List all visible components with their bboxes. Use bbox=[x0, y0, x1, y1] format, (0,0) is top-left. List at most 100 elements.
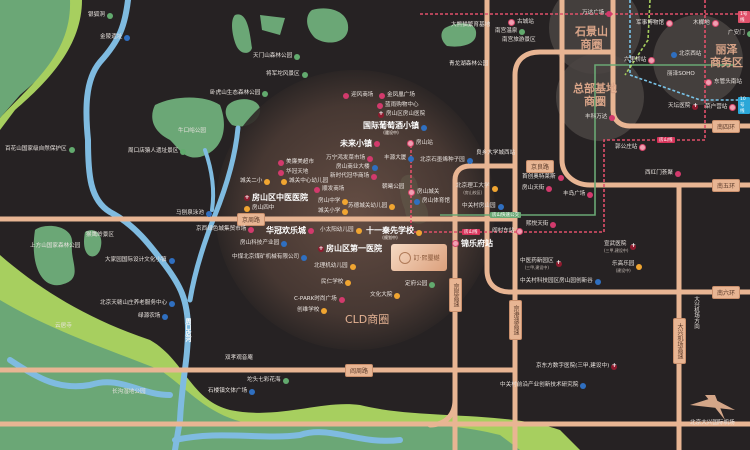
poi-44[interactable]: 民仁学校 bbox=[321, 279, 352, 286]
poi-83[interactable]: 大家园国际设计文化小镇 bbox=[105, 257, 175, 264]
poi-49[interactable]: 大熊猫繁育基地 bbox=[451, 22, 490, 29]
poi-51[interactable]: 南宫温泉 bbox=[495, 28, 526, 35]
poi-7[interactable]: 百花山国家级自然保护区 bbox=[5, 146, 75, 153]
poi-80[interactable]: 京西绿色城集贸市场 bbox=[196, 226, 255, 233]
poi-70[interactable]: 熙悦天街 bbox=[526, 221, 557, 228]
poi-17[interactable]: 马刨泉泳池 bbox=[176, 210, 212, 217]
metro-icon bbox=[648, 57, 656, 64]
poi-21[interactable]: 房山区房山医院 bbox=[378, 110, 426, 118]
poi-4[interactable]: 卧虎山生态森林公园 bbox=[210, 90, 269, 97]
poi-43[interactable]: 北理机幼儿园 bbox=[314, 263, 356, 270]
poi-27[interactable]: 新时代冠华商场 bbox=[330, 173, 378, 180]
poi-62[interactable]: 广安门 bbox=[728, 30, 750, 37]
poi-38[interactable]: 十一秦先学校(规划中) bbox=[366, 226, 422, 240]
poi-10[interactable]: 城关二小 bbox=[240, 178, 271, 185]
poi-19[interactable]: 金凤凰广场 bbox=[379, 92, 415, 99]
poi-label: 中关村科技园区房山园创新谷 bbox=[520, 278, 593, 284]
poi-14[interactable]: 房山中学 bbox=[318, 198, 349, 205]
poi-3[interactable]: 将军坨风景区 bbox=[266, 71, 308, 78]
poi-66[interactable]: 西红门荟聚 bbox=[645, 170, 681, 177]
poi-29[interactable]: 北京石墨烯种子园 bbox=[420, 157, 473, 164]
poi-12[interactable]: 顺发商场 bbox=[314, 186, 344, 193]
poi-32[interactable]: 房山体育馆 bbox=[414, 198, 450, 205]
poi-31[interactable]: 房山城关 bbox=[408, 189, 439, 196]
poi-20[interactable]: 蓝雨购物中心 bbox=[377, 102, 419, 109]
poi-65[interactable]: 郭公庄站 bbox=[615, 144, 647, 151]
poi-58[interactable]: 东管头南站 bbox=[705, 79, 742, 86]
poi-55[interactable]: 丰科万达 bbox=[585, 114, 616, 121]
poi-15[interactable]: 房山四中 bbox=[244, 205, 274, 212]
poi-78[interactable]: 京东方数字医院(三甲,建设中) bbox=[536, 362, 618, 370]
poi-11[interactable]: 城关中心幼儿园 bbox=[281, 178, 328, 185]
poi-57[interactable]: 丽泽SOHO bbox=[667, 71, 695, 78]
poi-54[interactable]: 万达广场 bbox=[582, 10, 613, 17]
shop-icon bbox=[343, 92, 349, 99]
poi-89[interactable]: 石楼镇文体广场 bbox=[208, 388, 256, 395]
poi-85[interactable]: 绿源农场 bbox=[138, 313, 169, 320]
poi-87[interactable]: 双孝观音庵 bbox=[225, 355, 253, 362]
poi-label: 房山区房山医院 bbox=[386, 111, 426, 117]
poi-28[interactable]: 丰源大厦 bbox=[384, 155, 415, 162]
poi-64[interactable]: 菜户营站 bbox=[705, 104, 737, 111]
poi-86[interactable]: 云居寺 bbox=[55, 323, 72, 330]
poi-71[interactable]: 良乡大学城西站 bbox=[476, 150, 515, 157]
poi-26[interactable]: 房山商业大楼 bbox=[336, 164, 378, 171]
poi-42[interactable]: 中煤北京煤矿机械有限公司 bbox=[232, 254, 308, 261]
poi-18[interactable]: 迎风商场 bbox=[343, 92, 373, 99]
poi-36[interactable]: 华冠欢乐城 bbox=[266, 226, 314, 235]
poi-48[interactable]: 创维学校 bbox=[297, 307, 328, 314]
poi-88[interactable]: 坨头七彩花海 bbox=[247, 377, 289, 384]
poi-13[interactable]: 房山区中医医院 bbox=[244, 193, 308, 202]
poi-34[interactable]: 北京理工大学(房山校区) bbox=[456, 183, 498, 195]
poi-72[interactable]: 阎村东站 bbox=[492, 228, 524, 235]
poi-45[interactable]: 定府公园 bbox=[405, 281, 436, 288]
poi-68[interactable]: 房山天街 bbox=[522, 185, 553, 192]
park-icon bbox=[262, 90, 269, 97]
poi-8[interactable]: 美廉美超市 bbox=[278, 159, 314, 166]
poi-59[interactable]: 六里桥站 bbox=[624, 57, 656, 64]
poi-84[interactable]: 北京天赣山庄养老服务中心 bbox=[100, 300, 176, 307]
poi-46[interactable]: 文化大院 bbox=[370, 292, 401, 299]
project-logo[interactable]: 訂·熙璽樾 bbox=[391, 244, 447, 271]
poi-47[interactable]: C-PARK时尚广场 bbox=[294, 296, 345, 303]
poi-60[interactable]: 军事博物馆 bbox=[636, 20, 673, 27]
poi-6[interactable]: 牛口峪公园 bbox=[178, 128, 206, 135]
poi-0[interactable]: 银狐洞 bbox=[88, 12, 113, 19]
poi-79[interactable]: 北京大兴国际机场 bbox=[690, 420, 735, 427]
poi-73[interactable]: 中医药新园区(三甲,建设中) bbox=[520, 258, 562, 270]
poi-30[interactable]: 朝曦公园 bbox=[382, 184, 404, 191]
poi-39[interactable]: 锦乐府站 bbox=[452, 239, 493, 248]
poi-61[interactable]: 木樨地 bbox=[693, 20, 719, 27]
poi-5[interactable]: 周口店猿人遗址景区 bbox=[128, 148, 187, 155]
poi-22[interactable]: 国际葡萄酒小镇(建设中) bbox=[363, 121, 427, 135]
poi-1[interactable]: 金陵遗址 bbox=[100, 34, 131, 41]
poi-56[interactable]: 北京西站 bbox=[671, 51, 701, 58]
poi-52[interactable]: 南宫旅游景区 bbox=[502, 37, 536, 44]
poi-16[interactable]: 城关小学 bbox=[318, 208, 349, 215]
poi-76[interactable]: 乐高乐园(建设中) bbox=[612, 261, 643, 273]
poi-77[interactable]: 中关村前沿产业创新技术研究院 bbox=[500, 382, 587, 389]
poi-text-wrap: 城关小学 bbox=[318, 208, 340, 215]
poi-35[interactable]: 中关村房山园 bbox=[462, 203, 504, 210]
poi-label: 中医药新园区 bbox=[520, 258, 554, 264]
poi-2[interactable]: 天门山森林公园 bbox=[253, 53, 301, 60]
poi-90[interactable]: 长沟湿地公园 bbox=[112, 389, 146, 396]
poi-24[interactable]: 房山站 bbox=[407, 140, 433, 147]
poi-23[interactable]: 未来小镇 bbox=[340, 139, 380, 148]
poi-40[interactable]: 房山科技产业园 bbox=[240, 240, 288, 247]
poi-41[interactable]: 房山区第一医院 bbox=[318, 244, 382, 253]
poi-37[interactable]: 小太阳幼儿园 bbox=[320, 227, 362, 234]
poi-82[interactable]: 猴鹰岭景区 bbox=[86, 232, 114, 239]
poi-50[interactable]: 青龙湖森林公园 bbox=[449, 61, 488, 68]
poi-69[interactable]: 丰岛广场 bbox=[563, 191, 594, 198]
poi-75[interactable]: 中关村科技园区房山园创新谷 bbox=[520, 278, 601, 285]
poi-25[interactable]: 万宁鸿发菜市场 bbox=[326, 155, 374, 162]
poi-9[interactable]: 华冠天地 bbox=[278, 169, 308, 176]
poi-33[interactable]: 苏德城关幼儿园 bbox=[348, 203, 396, 210]
poi-74[interactable]: 宣武医院(三甲,建设中) bbox=[604, 241, 637, 253]
poi-63[interactable]: 天坛医院 bbox=[668, 102, 699, 110]
poi-81[interactable]: 上方山国家森林公园 bbox=[30, 243, 80, 250]
poi-53[interactable]: 古城站 bbox=[508, 19, 534, 26]
poi-67[interactable]: 首创奥特莱斯 bbox=[522, 174, 564, 181]
